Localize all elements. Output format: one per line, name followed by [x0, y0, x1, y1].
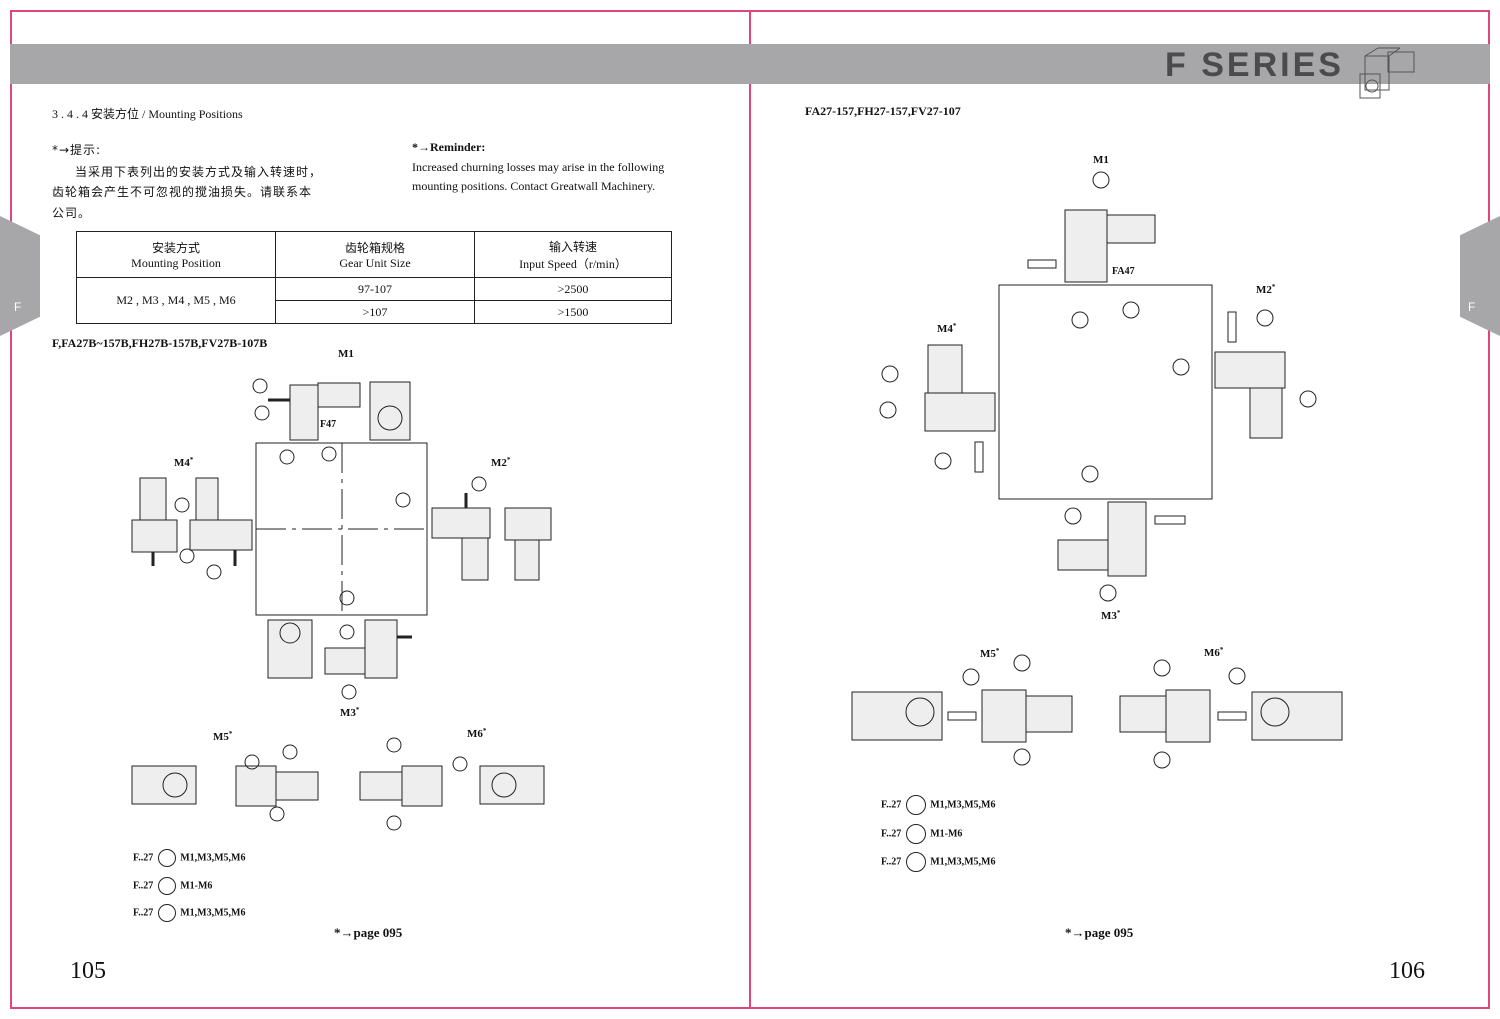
- left-page-ref: *→page 095: [334, 925, 403, 940]
- right-page-ref: *→page 095: [1065, 925, 1134, 940]
- section-title-en: / Mounting Positions: [139, 107, 243, 121]
- left-m5-label: M5*: [213, 730, 233, 743]
- left-m4-label: M4*: [174, 456, 194, 469]
- table-cell-positions: M2 , M3 , M4 , M5 , M6: [76, 277, 276, 324]
- m3-gearbox-drawing: [267, 619, 412, 679]
- m1-gearbox-drawing: [268, 381, 411, 441]
- table-cell-size-2: >107: [275, 300, 475, 324]
- table-cell-speed-1: >2500: [474, 277, 672, 301]
- left-f47-label: F47: [320, 419, 336, 430]
- header-band: [10, 44, 1490, 84]
- right-legend-row-2: F..27 M1-M6: [881, 824, 962, 844]
- legend-symbol-icon: [157, 904, 176, 922]
- m3-gearbox-drawing: [1057, 501, 1186, 577]
- right-legend-row-1: F..27 M1,M3,M5,M6: [881, 795, 995, 815]
- m4-gearbox-drawing: [924, 344, 996, 473]
- left-legend-row-1: F..27 M1,M3,M5,M6: [133, 849, 245, 867]
- right-m2-label: M2*: [1256, 283, 1276, 296]
- right-m1-label: M1: [1093, 154, 1109, 166]
- position-marker-icons: [879, 171, 1317, 769]
- left-diagram-title: F,FA27B~157B,FH27B-157B,FV27B-107B: [52, 336, 268, 350]
- table-cell-size-1: 97-107: [275, 277, 475, 301]
- left-m3-label: M3*: [340, 706, 360, 719]
- legend-symbol-icon: [157, 849, 176, 867]
- left-legend-row-2: F..27 M1-M6: [133, 877, 212, 895]
- right-page-number: 106: [1389, 958, 1425, 984]
- left-m6-label: M6*: [467, 727, 487, 740]
- right-m6-label: M6*: [1204, 646, 1224, 659]
- left-center-frame: [255, 442, 428, 616]
- right-center-frame: [998, 284, 1213, 500]
- m5-gearbox-drawing: [131, 765, 319, 807]
- legend-symbol-icon: [905, 795, 926, 815]
- m6-gearbox-drawing: [1119, 689, 1343, 743]
- right-diagram-title: FA27-157,FH27-157,FV27-107: [805, 104, 961, 118]
- section-title-zh: 安装方位: [91, 107, 140, 121]
- m6-gearbox-drawing: [359, 765, 545, 807]
- note-zh-line-3: 公司。: [52, 206, 92, 220]
- series-title: F SERIES: [1165, 46, 1344, 84]
- note-en-title: *→Reminder:: [412, 140, 486, 154]
- frame-right: [1488, 10, 1490, 1009]
- section-number: 3.4.4: [52, 107, 91, 121]
- page-divider: [749, 10, 751, 1009]
- table-cell-speed-2: >1500: [474, 300, 672, 324]
- right-m4-label: M4*: [937, 322, 957, 335]
- m5-gearbox-drawing: [851, 689, 1073, 743]
- note-zh-line-2: 齿轮箱会产生不可忽视的搅油损失。请联系本: [52, 185, 313, 199]
- left-m2-label: M2*: [491, 456, 511, 469]
- legend-symbol-icon: [905, 824, 926, 844]
- right-fa47-label: FA47: [1112, 266, 1135, 277]
- side-tab-right: F: [1460, 216, 1500, 336]
- legend-symbol-icon: [157, 877, 176, 895]
- section-heading: 3.4.4安装方位 / Mounting Positions: [52, 105, 243, 122]
- m1-gearbox-drawing: [1027, 209, 1156, 283]
- position-marker-icons: [174, 378, 487, 831]
- legend-symbol-icon: [905, 852, 926, 872]
- side-tab-left: F: [0, 216, 40, 336]
- note-en-line-2: mounting positions. Contact Greatwall Ma…: [412, 179, 656, 193]
- right-legend-row-3: F..27 M1,M3,M5,M6: [881, 852, 995, 872]
- note-en-line-1: Increased churning losses may arise in t…: [412, 160, 665, 174]
- m4-gearbox-drawing: [131, 477, 253, 566]
- right-m5-label: M5*: [980, 647, 1000, 660]
- left-legend-row-3: F..27 M1,M3,M5,M6: [133, 904, 245, 922]
- right-m3-label: M3*: [1101, 609, 1121, 622]
- note-zh-title: *→提示:: [52, 143, 102, 157]
- m2-gearbox-drawing: [1214, 311, 1286, 439]
- note-zh-line-1: 当采用下表列出的安装方式及输入转速时，: [75, 165, 323, 179]
- m2-gearbox-drawing: [431, 493, 552, 581]
- frame-left: [10, 10, 12, 1009]
- left-m1-label: M1: [338, 348, 354, 360]
- left-page-number: 105: [70, 958, 106, 984]
